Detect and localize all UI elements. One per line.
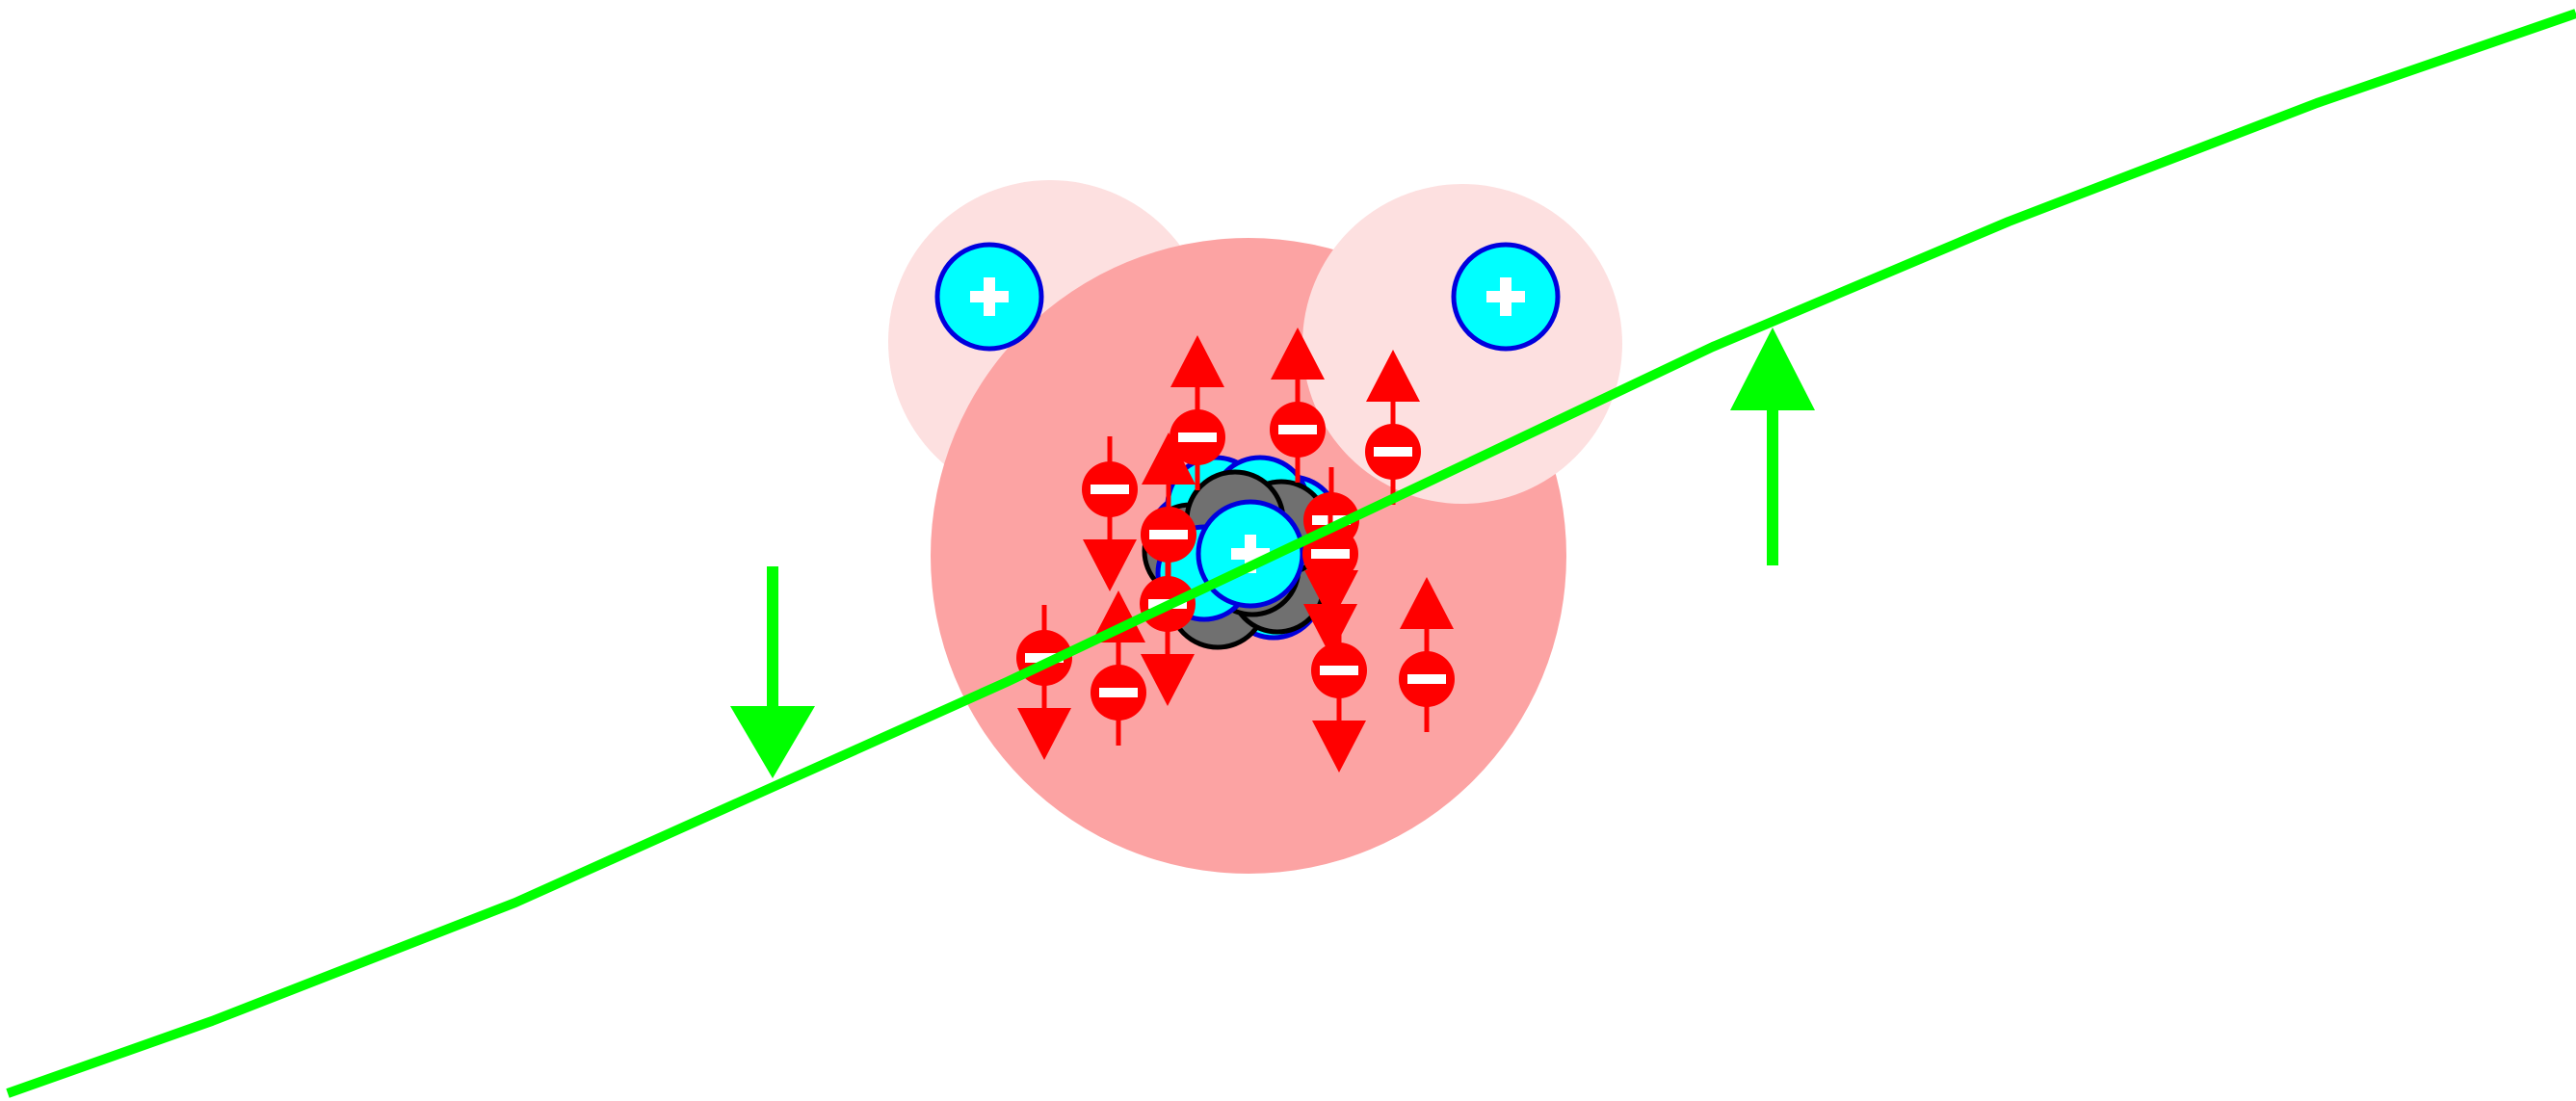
- minus-sign-icon: [1025, 653, 1064, 663]
- arrow-icon: [1400, 577, 1454, 629]
- minus-sign-icon: [1099, 688, 1138, 697]
- hydrogen-proton-right: [1451, 242, 1561, 352]
- arrow-icon: [730, 706, 815, 778]
- arrow-icon: [1083, 539, 1137, 591]
- minus-sign-icon: [1311, 549, 1350, 559]
- minus-sign-icon: [1178, 433, 1217, 442]
- hydrogen-cloud-right: [1302, 184, 1622, 504]
- arrow-icon: [1271, 328, 1325, 380]
- electron: [1170, 335, 1225, 490]
- arrow-icon: [1170, 335, 1224, 387]
- minus-sign-icon: [1149, 530, 1188, 539]
- plus-sign-icon: [1486, 277, 1525, 316]
- electron: [1082, 436, 1138, 591]
- arrow-icon: [1091, 590, 1145, 642]
- arrow-icon: [1142, 433, 1196, 485]
- minus-sign-icon: [1320, 666, 1358, 675]
- minus-sign-icon: [1091, 485, 1129, 494]
- electron: [1270, 328, 1326, 483]
- wave-line: [6, 9, 2576, 1098]
- minus-sign-icon: [1374, 447, 1412, 457]
- field-arrow-up: [1730, 328, 1815, 565]
- arrow-icon: [1366, 350, 1420, 402]
- arrow-icon: [1730, 328, 1815, 410]
- electron: [1399, 577, 1455, 732]
- minus-sign-icon: [1407, 674, 1446, 684]
- arrow-icon: [1141, 654, 1195, 706]
- minus-sign-icon: [1278, 425, 1317, 434]
- field-arrow-down: [730, 566, 815, 778]
- hydrogen-proton-left: [934, 242, 1044, 352]
- plus-sign-icon: [970, 277, 1009, 316]
- electron: [1365, 350, 1421, 505]
- arrow-icon: [1303, 604, 1357, 656]
- electron: [1091, 590, 1146, 746]
- arrow-icon: [1017, 708, 1071, 760]
- arrow-icon: [1312, 721, 1366, 773]
